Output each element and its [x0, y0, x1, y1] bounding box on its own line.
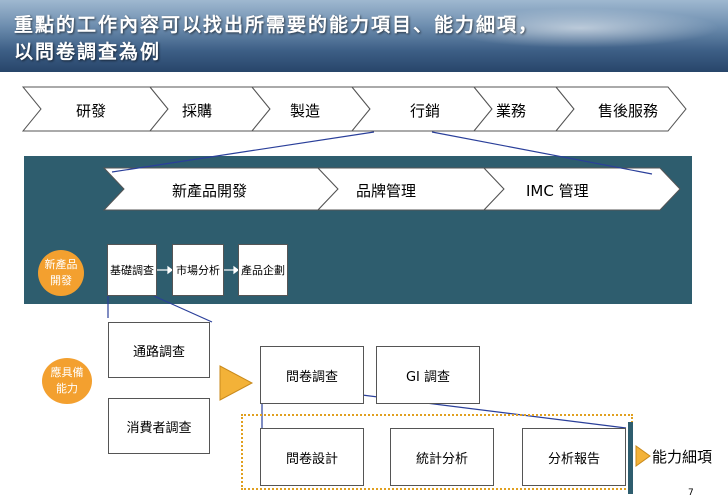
gi-survey-box: GI 調查 [376, 346, 480, 404]
ability-details-label: 能力細項 [652, 448, 713, 466]
step-market-analysis: 市場分析 [172, 244, 224, 296]
title-line-1: 重點的工作內容可以找出所需要的能力項目、能力細項， [14, 14, 540, 36]
title-banner: 重點的工作內容可以找出所需要的能力項目、能力細項， 以問卷調查為例 [0, 0, 728, 72]
mc-label-imc: IMC 管理 [526, 182, 589, 200]
page-number: 7 [688, 488, 694, 498]
chevron-after-sales [554, 86, 687, 132]
channel-research-box: 通路調查 [108, 322, 210, 378]
questionnaire-survey-box: 問卷調查 [260, 346, 364, 404]
vc-label-manufacturing: 製造 [290, 102, 321, 120]
new-product-circle: 新產品 開發 [38, 250, 84, 296]
vc-label-rd: 研發 [76, 102, 107, 120]
vc-label-after-sales: 售後服務 [598, 102, 659, 120]
connector-right [431, 131, 653, 175]
arrow-1-head [167, 265, 173, 275]
vc-label-marketing: 行銷 [410, 102, 441, 120]
consumer-research-box: 消費者調查 [108, 398, 210, 454]
mc-label-new-product: 新產品開發 [172, 182, 248, 200]
arrow-2-head [233, 265, 239, 275]
detail-statistical-analysis: 統計分析 [390, 428, 494, 486]
step-product-planning: 產品企劃 [238, 244, 288, 296]
mc-label-brand: 品牌管理 [356, 182, 417, 200]
detail-analysis-report: 分析報告 [522, 428, 626, 486]
slide-title: 重點的工作內容可以找出所需要的能力項目、能力細項， 以問卷調查為例 [14, 12, 714, 66]
detail-arrow-icon [635, 445, 651, 467]
details-divider-bar [628, 422, 633, 494]
title-line-2: 以問卷調查為例 [14, 41, 162, 63]
banner-glint [440, 8, 720, 48]
abilities-circle-line-2: 能力 [56, 382, 78, 395]
abilities-circle-line-1: 應具備 [50, 366, 84, 379]
flow-arrow-icon [219, 365, 254, 401]
connector-left [111, 131, 375, 173]
detail-questionnaire-design: 問卷設計 [260, 428, 364, 486]
chevron-imc [482, 167, 681, 211]
new-product-circle-line-1: 新產品 [44, 258, 78, 271]
new-product-circle-line-2: 開發 [50, 274, 72, 287]
vc-label-procurement: 採購 [182, 102, 213, 120]
connector-survey-right [153, 295, 213, 323]
step-basic-research: 基礎調查 [107, 244, 157, 296]
abilities-circle: 應具備 能力 [42, 358, 92, 404]
vc-label-sales: 業務 [496, 102, 527, 120]
